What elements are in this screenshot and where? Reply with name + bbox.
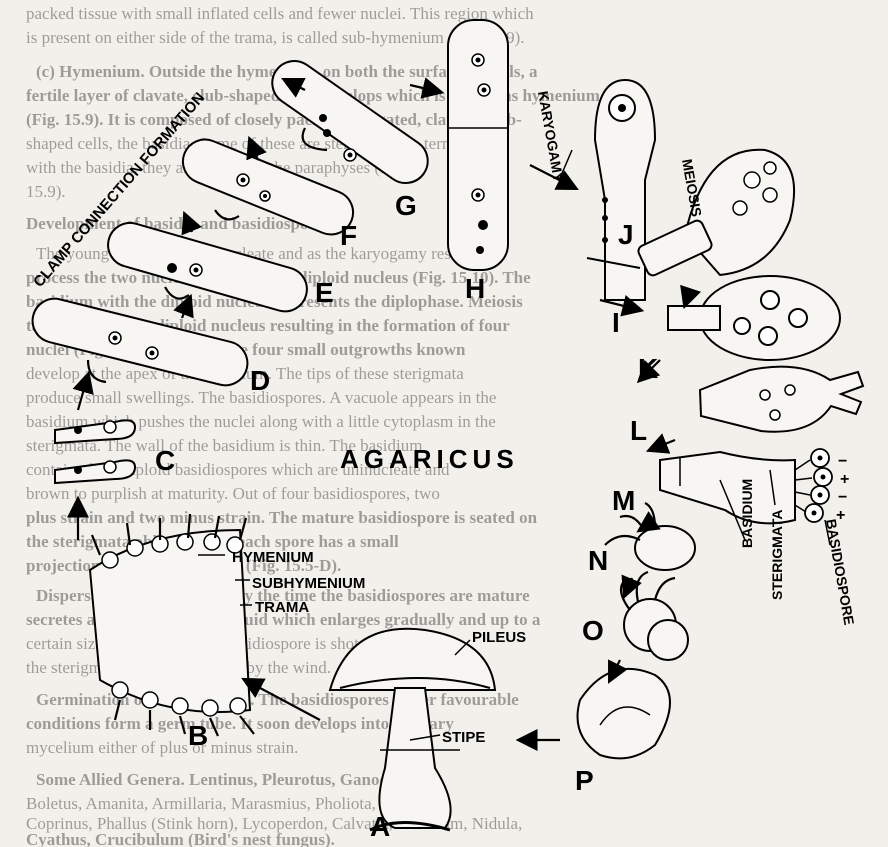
stage-label-f: F — [340, 220, 357, 251]
stage-label-l: L — [630, 415, 647, 446]
stage-h-hypha — [448, 20, 508, 270]
stage-g-hypha — [264, 52, 437, 191]
stage-label-k: K — [638, 353, 658, 384]
stage-label-o: O — [582, 615, 604, 646]
stage-label-h: H — [465, 273, 485, 304]
stage-label-b: B — [188, 720, 208, 751]
spore-sign: + — [840, 471, 849, 488]
diagram-title: AGARICUS — [340, 444, 519, 474]
sterigmata-label: STERIGMATA — [769, 510, 785, 600]
spore-sign: − — [838, 489, 847, 506]
stage-label-n: N — [588, 545, 608, 576]
stage-label-p: P — [575, 765, 594, 796]
stage-label-m: M — [612, 485, 635, 516]
spore-sign: − — [838, 453, 847, 470]
stage-label-e: E — [315, 277, 334, 308]
stage-k-basidium — [668, 276, 840, 360]
stage-j-basidium — [637, 150, 795, 278]
stage-b-gill-section — [90, 514, 254, 736]
meiosis-label: MEIOSIS — [679, 158, 705, 218]
basidiospore-label: BASIDIOSPORE — [823, 518, 857, 627]
stage-f-hypha — [176, 133, 359, 241]
trama-label: TRAMA — [255, 599, 309, 616]
stage-e-hypha — [103, 218, 312, 317]
basidium-label: BASIDIUM — [739, 479, 755, 548]
stage-l-basidium — [700, 367, 863, 432]
stage-label-j: J — [618, 219, 634, 250]
stage-label-g: G — [395, 190, 417, 221]
subhymenium-label: SUBHYMENIUM — [252, 575, 365, 592]
pileus-label: PILEUS — [472, 629, 526, 646]
hymenium-label: HYMENIUM — [232, 549, 314, 566]
stage-label-i: I — [612, 307, 620, 338]
stage-c-spores — [55, 420, 135, 483]
stage-o-mycelium — [621, 572, 688, 660]
stage-d-hypha — [28, 294, 252, 390]
stage-label-a: A — [370, 811, 390, 842]
stage-label-c: C — [155, 445, 175, 476]
stage-p-fruit-body — [578, 669, 671, 758]
stage-label-d: D — [250, 365, 270, 396]
stipe-label: STIPE — [442, 729, 485, 746]
